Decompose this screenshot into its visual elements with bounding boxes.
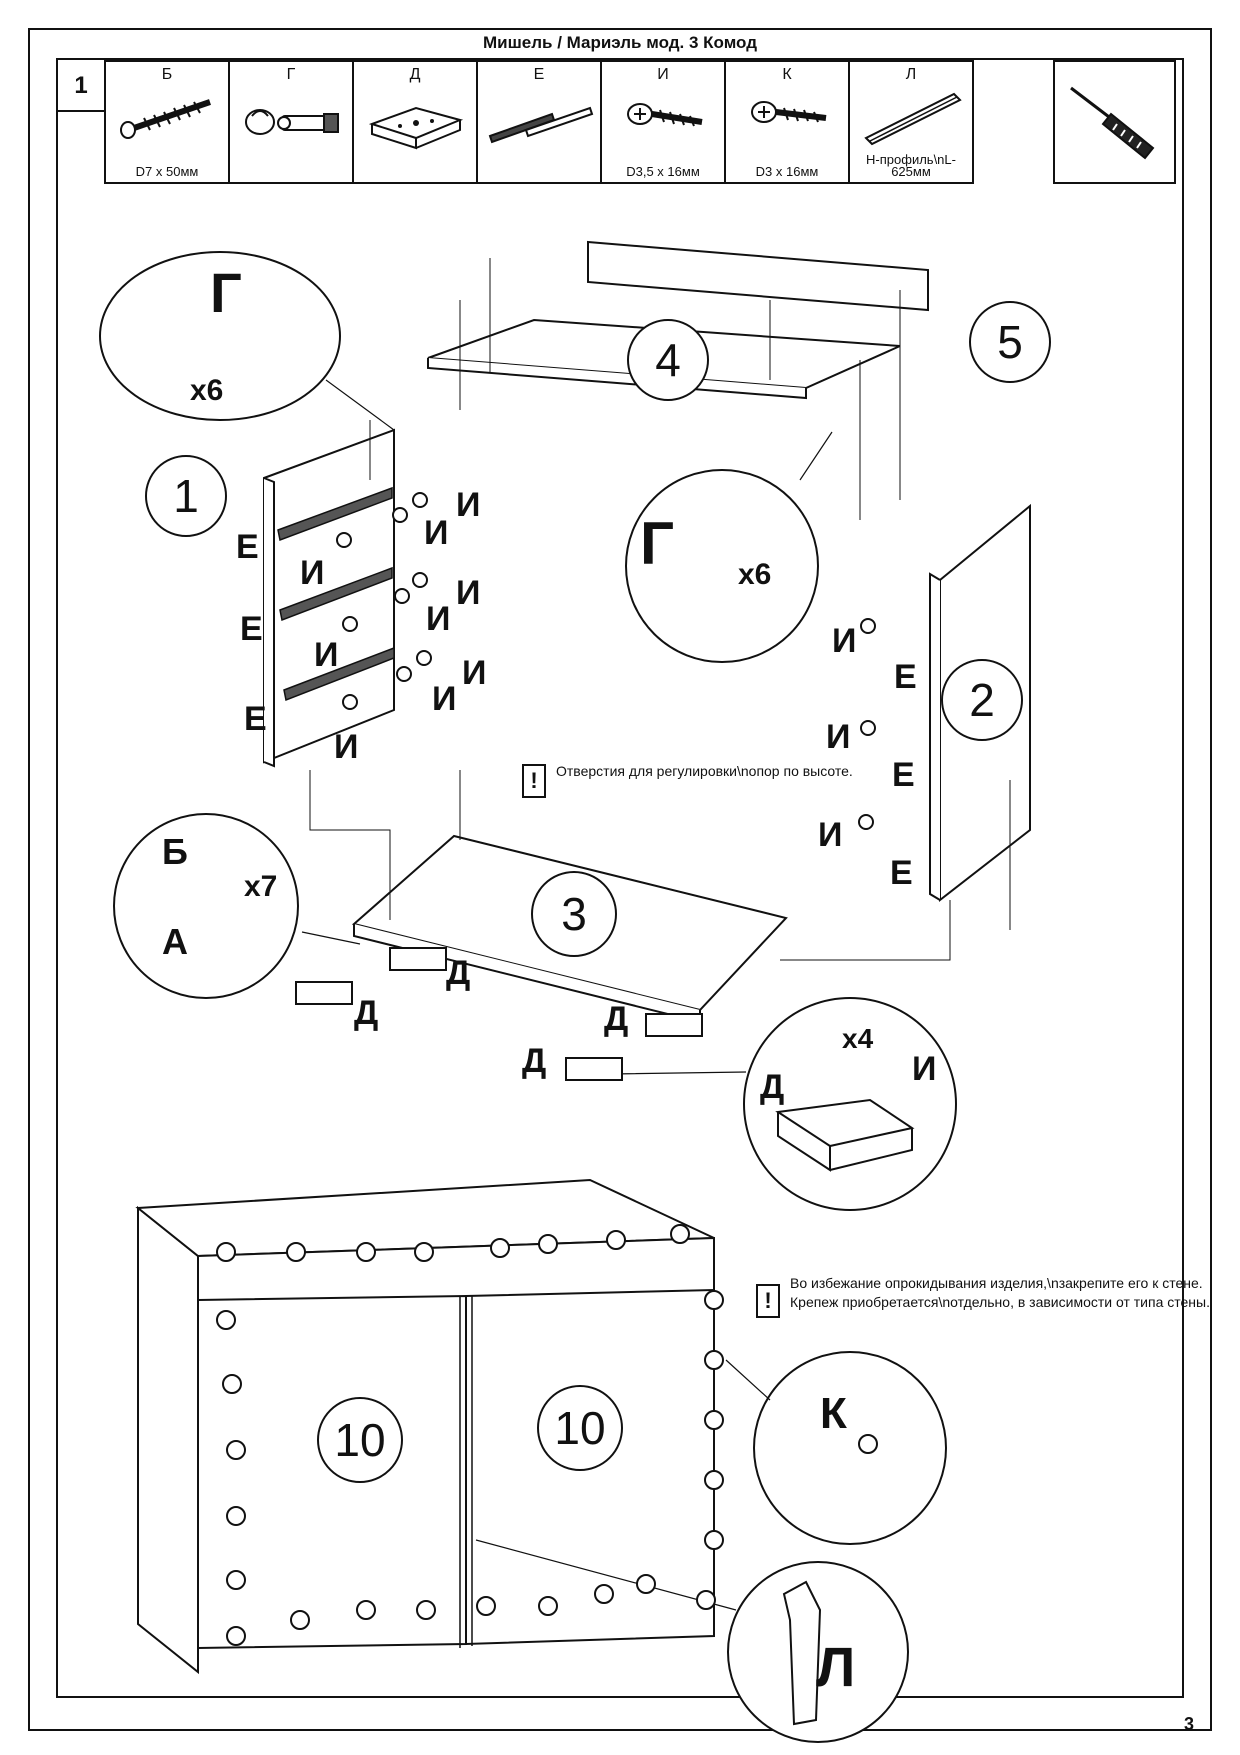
callout-i-letter: И: [912, 1050, 936, 1088]
label-i: И: [826, 718, 850, 756]
label-i: И: [456, 574, 480, 612]
support-block-icon: [368, 106, 464, 150]
detail-dowel: [113, 813, 299, 999]
label-d: Д: [604, 1000, 628, 1038]
detail-coupler: [99, 251, 341, 421]
panel-number-5: 5: [997, 316, 1023, 368]
screwdriver-icon: [1070, 86, 1155, 160]
label-i: И: [424, 514, 448, 552]
content-frame: [56, 58, 1184, 1698]
callout-a: А: [162, 921, 188, 962]
callout-d-qty: x4: [842, 1023, 874, 1054]
callout-b-qty: x7: [244, 870, 277, 903]
panel-number-1: 1: [173, 470, 199, 522]
label-e: Е: [890, 854, 913, 892]
part-letter: К: [782, 66, 792, 83]
part-cell-d: Д: [352, 62, 476, 182]
label-i: И: [334, 728, 358, 766]
part-cell-g: Г: [228, 62, 352, 182]
callout-g-mid: Г: [640, 510, 674, 577]
part-letter: Е: [533, 66, 545, 83]
part-caption: Н-профиль\nL-625мм: [866, 152, 956, 179]
panel-5: [587, 240, 929, 312]
drawer-rail-icon: [488, 106, 594, 144]
part-letter: Д: [409, 66, 421, 83]
page-number: 3: [1183, 1714, 1194, 1734]
callout-b: Б: [162, 831, 188, 872]
label-e: Е: [236, 528, 259, 566]
label-i: И: [426, 600, 450, 638]
part-caption: D3 x 16мм: [755, 164, 819, 179]
part-letter: Л: [905, 66, 917, 83]
callout-g-top: Г: [210, 261, 242, 324]
label-e: Е: [892, 756, 915, 794]
detail-cam: [625, 469, 819, 663]
wood-screw-icon: [627, 103, 703, 127]
label-i: И: [300, 554, 324, 592]
label-d: Д: [354, 994, 378, 1032]
label-e: Е: [240, 610, 263, 648]
label-e: Е: [894, 658, 917, 696]
page-title: Мишель / Мариэль мод. 3 Комод: [482, 33, 758, 52]
parts-table: Б D7 x 50мм Г Д Е И: [104, 60, 974, 184]
support-blocks: [295, 947, 703, 1081]
note-wall-text: Во избежание опрокидывания изделия,\nзак…: [790, 1275, 1210, 1310]
label-d: Д: [522, 1042, 546, 1080]
wood-screw-icon: [751, 101, 827, 123]
part-cell-e: Е: [476, 62, 600, 182]
cabinet-side: [137, 1205, 199, 1675]
panel-number-2: 2: [969, 674, 995, 726]
panel-number-4: 4: [655, 334, 681, 386]
callout-d-letter: Д: [760, 1068, 784, 1106]
confirmat-screw-icon: [120, 99, 211, 139]
callout-l: Л: [816, 1635, 855, 1698]
label-i: И: [456, 486, 480, 524]
eccentric-coupler-icon: [245, 109, 339, 135]
label-i: И: [314, 636, 338, 674]
panel-number-3: 3: [561, 888, 587, 940]
part-cell-l: Л Н-профиль\nL-625мм: [848, 62, 972, 182]
part-caption: D3,5 x 16мм: [626, 164, 700, 179]
label-d: Д: [446, 954, 470, 992]
part-letter: И: [657, 66, 669, 83]
h-profile-icon: [864, 92, 962, 146]
callout-k: К: [820, 1389, 847, 1438]
label-i: И: [832, 622, 856, 660]
part-cell-i: И D3,5 x 16мм: [600, 62, 724, 182]
part-letter: Б: [161, 66, 173, 83]
tool-cell: [1053, 60, 1176, 184]
note-adjust-mark: !: [522, 764, 546, 798]
label-i: И: [462, 654, 486, 692]
panel-number-10b: 10: [554, 1402, 605, 1454]
part-cell-b: Б D7 x 50мм: [104, 62, 228, 182]
screw-icon: [216, 492, 878, 1646]
panel-number-10a: 10: [334, 1414, 385, 1466]
label-i: И: [432, 680, 456, 718]
callout-g-mid-qty: x6: [738, 558, 771, 591]
note-wall-mark: !: [756, 1284, 780, 1318]
label-i: И: [818, 816, 842, 854]
page-frame: [28, 28, 1212, 1731]
part-cell-k: К D3 x 16мм: [724, 62, 848, 182]
panel-numbers: [145, 301, 1051, 1483]
label-e: Е: [244, 700, 267, 738]
part-letter: Г: [286, 66, 296, 83]
note-adjust-text: Отверстия для регулировки\nопор по высот…: [556, 763, 853, 779]
part-caption: D7 x 50мм: [135, 164, 199, 179]
callout-g-top-qty: x6: [190, 374, 223, 407]
detail-screw-k: [753, 1351, 947, 1545]
